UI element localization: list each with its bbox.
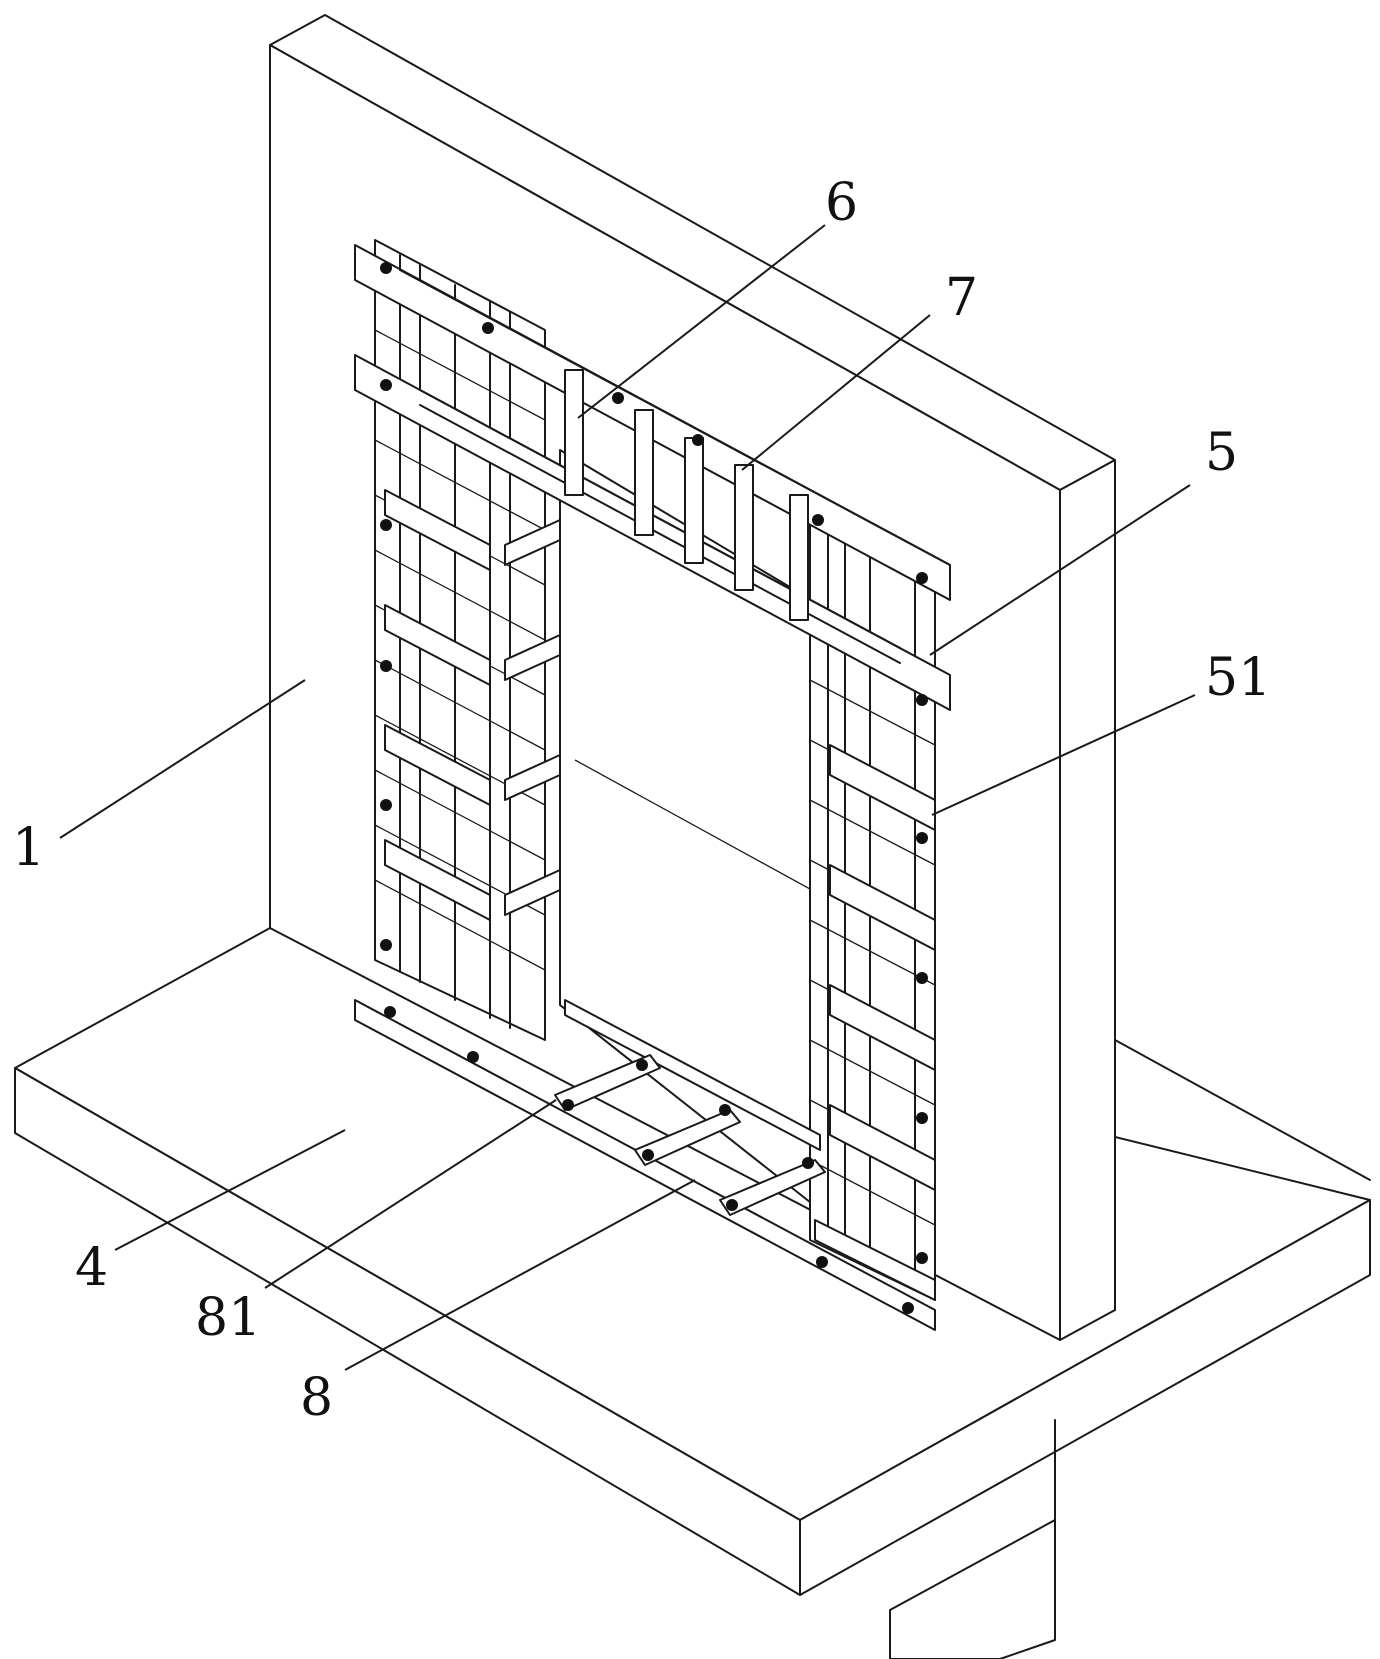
slab-side-face [799,1199,1371,1596]
label-51: 51 [1205,648,1271,708]
leader-lines [59,224,1196,1371]
top-beam-rebar-1 [419,389,901,649]
leader-4 [114,1129,346,1251]
bolts [380,262,928,1314]
leader-6 [577,224,826,419]
reference-numerals: 1 4 5 51 6 7 8 81 [12,173,1271,1428]
top-beam-stirrups [564,369,809,621]
label-81: 81 [195,1288,261,1348]
right-clamp-plates [814,744,936,1301]
sill-back-rail [564,999,821,1151]
leader-81 [264,1099,557,1289]
label-6: 6 [825,173,858,233]
bottom-sill-formwork [354,999,936,1331]
label-1: 1 [12,818,45,878]
leader-1 [59,679,306,839]
leader-5 [929,484,1191,656]
left-rungs [374,329,546,971]
label-4: 4 [75,1238,108,1298]
leader-8 [344,1179,696,1371]
opening-back-edge [574,759,831,901]
right-formwork-column [809,519,936,1301]
top-beam-rebar-2 [419,404,901,664]
label-5: 5 [1205,423,1238,483]
lower-wall-front [889,1519,1056,1659]
wall-slab-junction [1114,1039,1371,1181]
wall-side-face [1059,459,1116,1341]
leader-7 [741,314,931,471]
top-beam-formwork [354,244,951,711]
leader-51 [931,694,1196,816]
sill-tie-plates [554,1054,826,1216]
lower-wall [889,1419,1056,1659]
label-7: 7 [945,268,978,328]
label-8: 8 [300,1368,333,1428]
top-beam-rail [399,269,951,566]
left-clamp-plates [384,489,561,921]
